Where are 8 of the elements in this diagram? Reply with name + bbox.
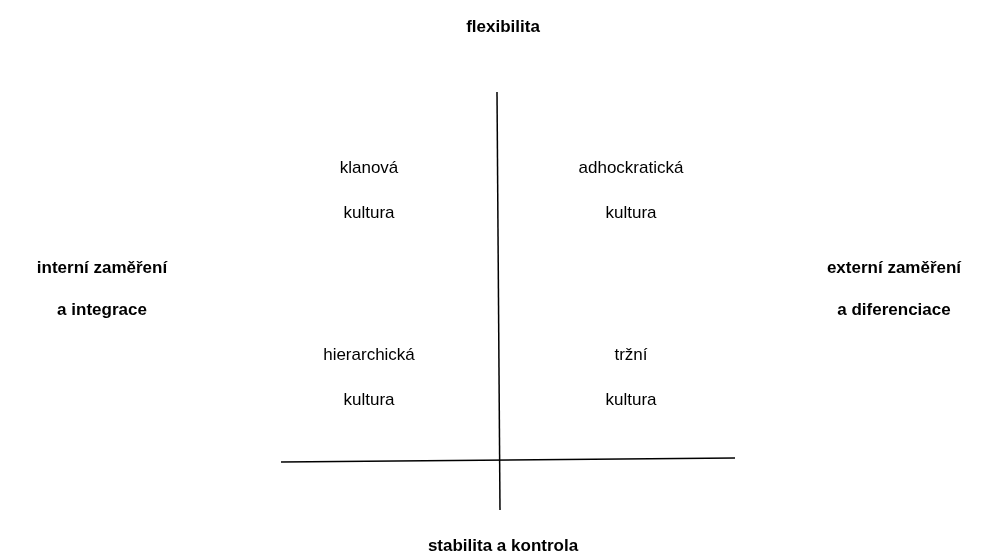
axis-label: stabilita a kontrola [427, 536, 579, 556]
quadrant-label: klanová kultura [339, 157, 399, 224]
quadrant-label: adhockratická kultura [578, 157, 684, 224]
axis-label: flexibilita [466, 17, 540, 37]
axis-label: externí zaměření a diferenciace [825, 257, 963, 321]
axis-label: interní zaměření a integrace [35, 257, 169, 321]
quadrant-label: tržní kultura [605, 344, 657, 411]
quadrant-label: hierarchická kultura [323, 344, 415, 411]
